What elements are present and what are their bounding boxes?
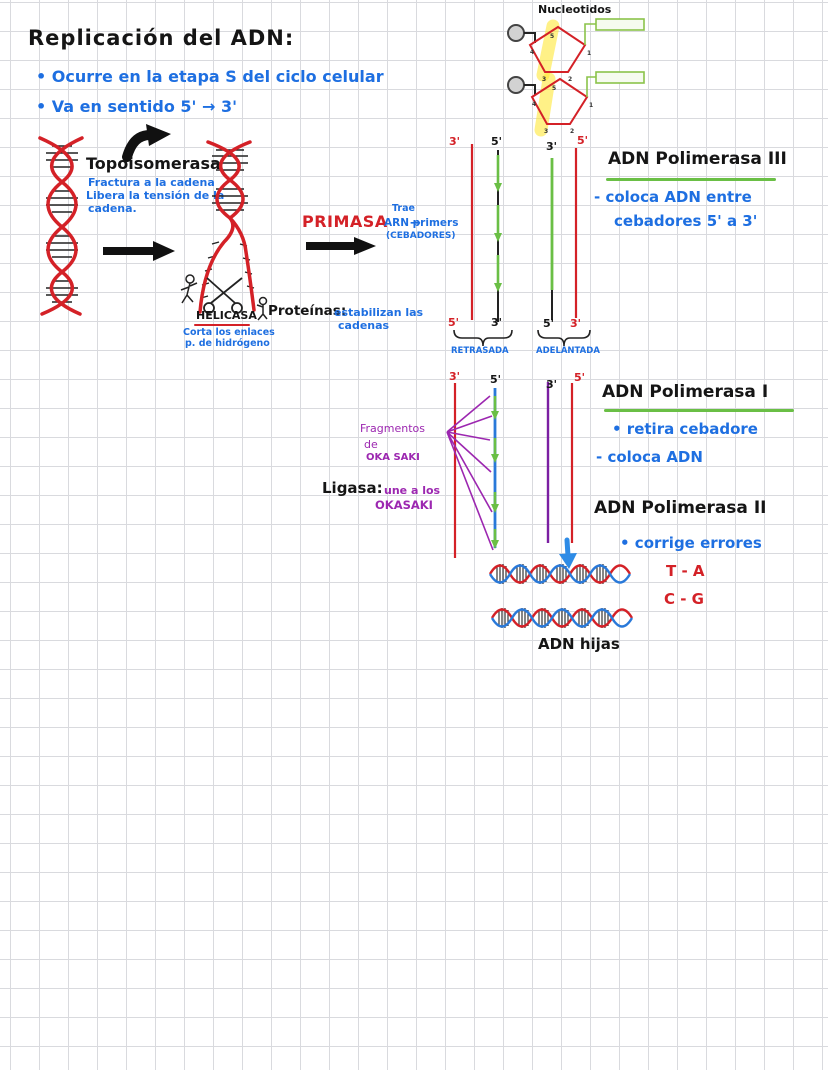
carbon-number: 4 [532, 101, 536, 108]
bullet-sentido: • Va en sentido 5' → 3' [36, 97, 238, 116]
dna-helix-fork [198, 140, 256, 314]
topoisomerase-note: Fractura a la cadena [88, 176, 215, 189]
right-arrow [306, 237, 376, 255]
scissors-icon [180, 274, 268, 321]
strand-end-label: 5' [448, 316, 460, 329]
primase-arrow: → [410, 216, 421, 231]
curved-up-arrow [122, 124, 171, 162]
nucleotides-diagram: 5 4 1 2 3 5 4 1 2 3 [507, 18, 645, 137]
ligase-note: OKASAKI [375, 498, 433, 512]
phosphate-circle [507, 24, 525, 42]
carbon-number: 5 [552, 85, 556, 92]
primase-note: ARN primers [384, 217, 459, 229]
pentose-pentagon [530, 77, 589, 125]
pol2-title: ADN Polimerasa II [594, 498, 767, 518]
daughter-dna-helices [488, 562, 634, 630]
ligase-label: Ligasa: [322, 479, 383, 497]
okazaki-label: Fragmentos [360, 422, 426, 435]
base-pair: C - G [664, 590, 704, 608]
helicase-note: Corta los enlaces [183, 327, 275, 338]
strand-end-label: 3' [546, 378, 558, 391]
strand-end-label: 5' [577, 134, 589, 147]
daughter-dna-label: ADN hijas [538, 635, 620, 653]
strand-end-label: 3' [491, 316, 503, 329]
primase-note: Trae [392, 203, 415, 214]
pol1-note: - coloca ADN [596, 448, 703, 466]
primase-title: PRIMASA [302, 212, 388, 231]
strand-end-label: 5' [490, 373, 502, 386]
down-arrow [559, 553, 577, 569]
proteins-note: cadenas [338, 319, 390, 332]
base-box [595, 18, 645, 31]
carbon-number: 1 [587, 50, 591, 57]
pol3-note: cebadores 5' a 3' [614, 212, 758, 230]
carbon-number: 2 [568, 76, 572, 83]
dna-helix-left [38, 136, 84, 316]
topoisomerase-note: Libera la tensión de la [86, 189, 225, 202]
right-arrow [103, 241, 175, 261]
topoisomerase-note: cadena. [88, 202, 137, 215]
strand-end-label: 5' [491, 135, 503, 148]
pol1-underline [604, 409, 794, 412]
topoisomerase-title: Topoisomerasa [86, 154, 221, 173]
lagging-strand-label: RETRASADA [451, 346, 509, 356]
carbon-number: 3 [544, 128, 548, 135]
pol3-title: ADN Polimerasa III [608, 149, 787, 169]
pentose-pentagon [528, 25, 587, 73]
nucleotides-label: Nucleotidos [538, 3, 612, 16]
base-box [595, 71, 645, 84]
pol1-title: ADN Polimerasa I [602, 382, 769, 402]
strand-end-label: 3' [449, 370, 461, 383]
helicase-title: HELICASA [196, 309, 257, 322]
carbon-number: 1 [589, 102, 593, 109]
carbon-number: 5 [550, 33, 554, 40]
pol3-underline [606, 178, 776, 181]
proteins-note: estabilizan las [334, 306, 424, 319]
phosphate-circle [507, 76, 525, 94]
base-pair: T - A [666, 562, 705, 580]
fork1-strands [453, 144, 591, 347]
strand-end-label: 5' [543, 317, 555, 330]
primase-note: (CEBADORES) [386, 231, 456, 241]
okazaki-label: de [364, 438, 378, 451]
fork2-strands [446, 382, 577, 569]
helicase-underline [194, 324, 250, 326]
helicase-note: p. de hidrógeno [185, 338, 270, 349]
strand-end-label: 3' [570, 317, 582, 330]
highlighter-mark [536, 19, 560, 82]
pol1-note: • retira cebadore [612, 420, 758, 438]
strand-end-label: 3' [546, 140, 558, 153]
bullet-etapa-s: • Ocurre en la etapa S del ciclo celular [36, 67, 384, 86]
leading-strand-label: ADELANTADA [536, 346, 600, 356]
strand-end-label: 5' [574, 371, 586, 384]
carbon-number: 3 [542, 76, 546, 83]
carbon-number: 4 [530, 49, 534, 56]
pol3-note: - coloca ADN entre [594, 188, 752, 206]
ligase-note: une a los [384, 484, 441, 497]
okazaki-label: OKA SAKI [366, 452, 420, 463]
pol2-note: • corrige errores [620, 534, 762, 552]
carbon-number: 2 [570, 128, 574, 135]
strand-end-label: 3' [449, 135, 461, 148]
page-title: Replicación del ADN: [28, 26, 295, 50]
proteins-label: Proteínas: [268, 303, 347, 319]
